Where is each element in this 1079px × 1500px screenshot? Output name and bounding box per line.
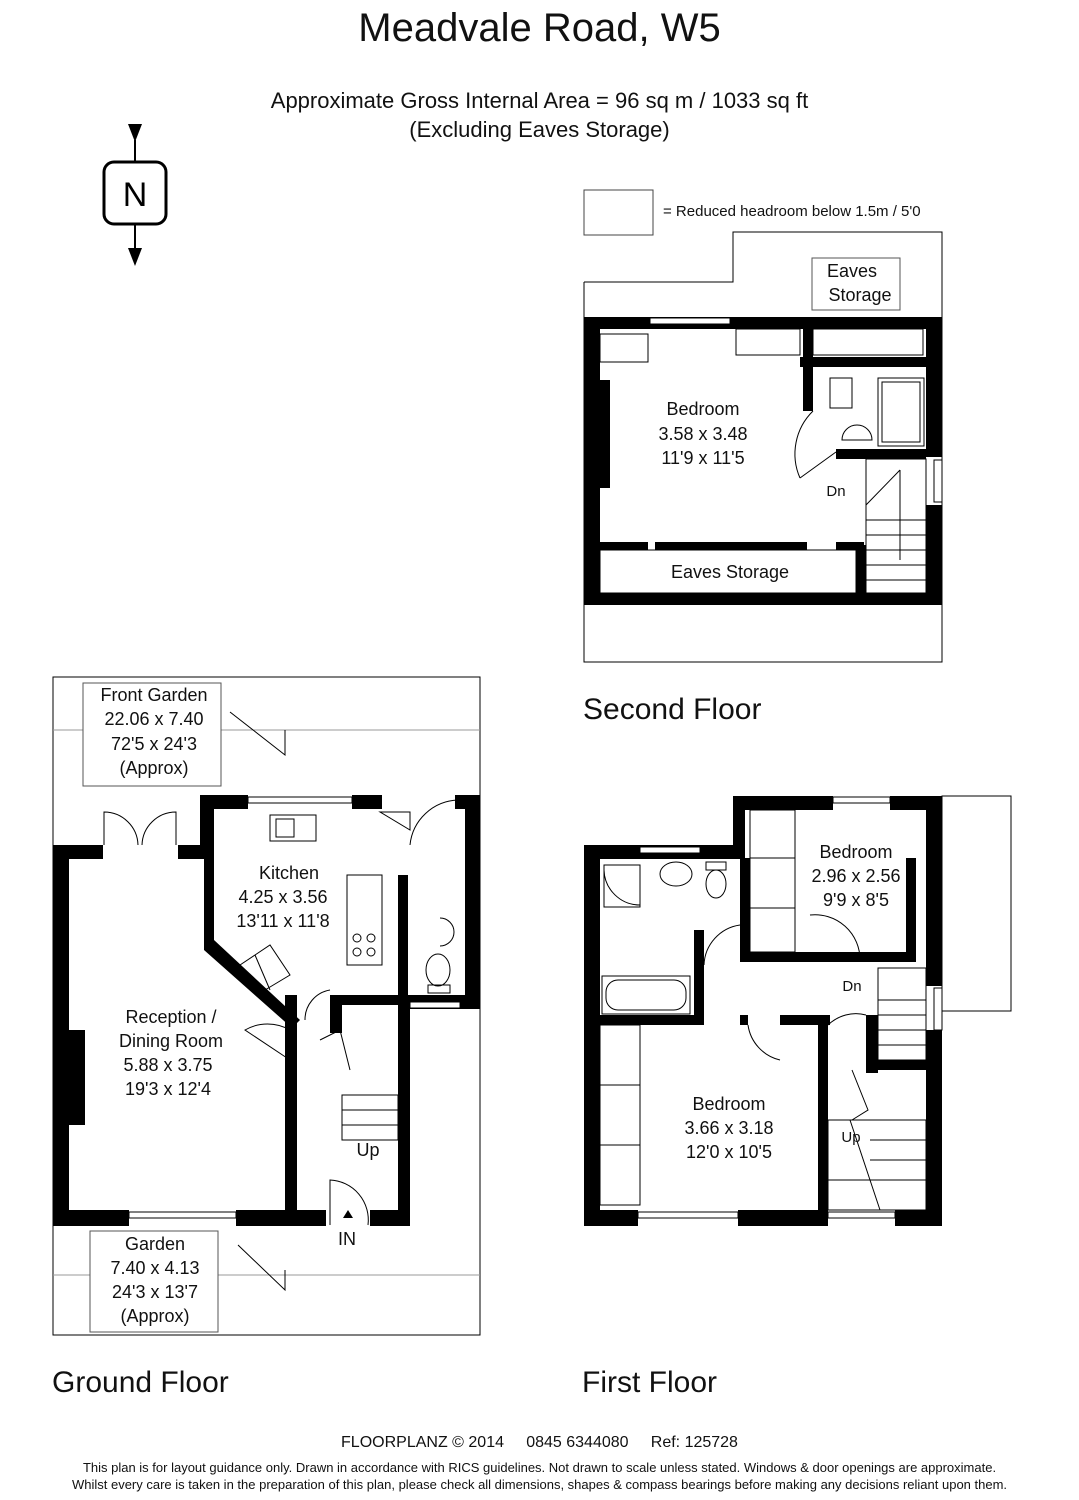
- gross-area-line: Approximate Gross Internal Area = 96 sq …: [270, 88, 809, 113]
- north-compass-icon: N: [102, 124, 168, 266]
- first-stairs-dn: Dn: [842, 978, 861, 995]
- reception-metric: 5.88 x 3.75: [123, 1055, 212, 1075]
- kitchen-name: Kitchen: [259, 863, 319, 883]
- eaves-storage-top-line2: Storage: [828, 285, 891, 305]
- second-bedroom-imperial: 11'9 x 11'5: [661, 448, 744, 468]
- reception-imperial: 19'3 x 12'4: [125, 1079, 211, 1099]
- eaves-storage-bottom-label: Eaves Storage: [671, 562, 789, 582]
- first-floor-label: First Floor: [582, 1366, 717, 1399]
- company-reference: FLOORPLANZ © 2014 0845 6344080 Ref: 1257…: [341, 1434, 738, 1451]
- front-garden-imperial: 72'5 x 24'3: [111, 734, 197, 754]
- front-garden-metric: 22.06 x 7.40: [104, 709, 203, 729]
- plan-title: Meadvale Road, W5: [358, 6, 721, 50]
- front-garden-name: Front Garden: [100, 685, 207, 705]
- eaves-storage-top-line1: Eaves: [827, 261, 877, 281]
- second-floor-plan: Bedroom 3.58 x 3.48 11'9 x 11'5 Eaves St…: [583, 231, 943, 663]
- first-bedroom-small-metric: 2.96 x 2.56: [811, 866, 900, 886]
- kitchen-imperial: 13'11 x 11'8: [236, 911, 329, 931]
- first-bedroom-large-name: Bedroom: [692, 1094, 765, 1114]
- kitchen-metric: 4.25 x 3.56: [238, 887, 327, 907]
- second-floor-label: Second Floor: [583, 693, 762, 726]
- eaves-storage-top-box: [811, 257, 901, 311]
- disclaimer-line1: This plan is for layout guidance only. D…: [82, 1460, 997, 1475]
- garden-imperial: 24'3 x 13'7: [112, 1282, 198, 1302]
- reception-name-line1: Reception /: [125, 1007, 216, 1027]
- front-garden-box: [82, 682, 222, 787]
- first-floor-plan: Bedroom 2.96 x 2.56 9'9 x 8'5 Bedroom 3.…: [584, 795, 1012, 1226]
- garden-box: [89, 1230, 219, 1333]
- reception-name-line2: Dining Room: [119, 1031, 223, 1051]
- ground-floor-label: Ground Floor: [52, 1366, 229, 1399]
- disclaimer-line2: Whilst every care is taken in the prepar…: [71, 1477, 1008, 1492]
- compass-letter: N: [123, 176, 148, 214]
- legend-swatch: [583, 189, 654, 236]
- second-bedroom-name: Bedroom: [666, 399, 739, 419]
- first-bedroom-small-name: Bedroom: [819, 842, 892, 862]
- legend-text: = Reduced headroom below 1.5m / 5'0: [663, 203, 921, 220]
- garden-note: (Approx): [120, 1306, 189, 1326]
- ground-stairs-up: Up: [356, 1140, 379, 1160]
- garden-metric: 7.40 x 4.13: [110, 1258, 199, 1278]
- headroom-legend: = Reduced headroom below 1.5m / 5'0: [583, 189, 921, 236]
- area-summary: Approximate Gross Internal Area = 96 sq …: [0, 86, 1079, 144]
- second-bedroom-metric: 3.58 x 3.48: [658, 424, 747, 444]
- first-bedroom-small-imperial: 9'9 x 8'5: [823, 890, 889, 910]
- entrance-label: IN: [338, 1229, 356, 1249]
- first-stairs-up: Up: [841, 1129, 860, 1146]
- area-exclusion-note: (Excluding Eaves Storage): [409, 117, 670, 142]
- first-bedroom-large-imperial: 12'0 x 10'5: [686, 1142, 772, 1162]
- garden-name: Garden: [125, 1234, 185, 1254]
- second-stairs-dn: Dn: [826, 483, 845, 500]
- ground-floor-plan: Front Garden 22.06 x 7.40 72'5 x 24'3 (A…: [52, 676, 481, 1336]
- front-garden-note: (Approx): [119, 758, 188, 778]
- first-bedroom-large-metric: 3.66 x 3.18: [684, 1118, 773, 1138]
